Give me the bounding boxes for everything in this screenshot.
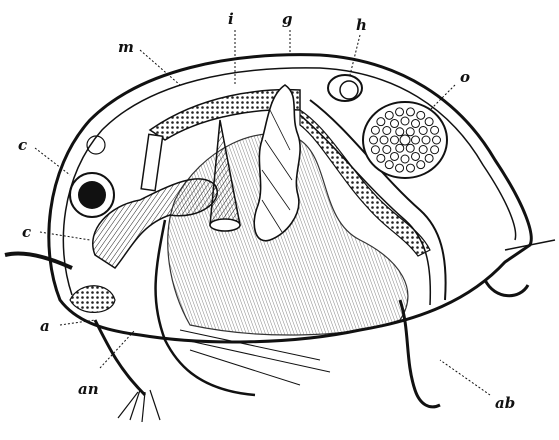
egg-cell — [425, 118, 433, 126]
label-h: h — [356, 16, 367, 34]
egg-cell — [412, 136, 420, 144]
egg-cell — [417, 111, 425, 119]
egg-cell — [391, 136, 399, 144]
egg-cell — [433, 136, 441, 144]
egg-cell-core — [400, 135, 410, 145]
heart — [328, 75, 362, 101]
egg-cell — [383, 146, 391, 154]
egg-cell — [396, 128, 404, 136]
egg-cell — [391, 152, 399, 160]
abdominal-claw — [485, 280, 528, 296]
egg-cell — [417, 161, 425, 169]
egg-cell — [370, 136, 378, 144]
egg-cell — [406, 164, 414, 172]
egg-cell — [419, 127, 427, 135]
label-ab: ab — [495, 394, 515, 412]
label-i: i — [228, 10, 234, 28]
egg-cell — [406, 108, 414, 116]
egg-cell — [383, 127, 391, 135]
egg-cell — [380, 136, 388, 144]
egg-cell — [401, 155, 409, 163]
egg-cell — [431, 126, 439, 134]
label-m: m — [118, 38, 134, 56]
antenna-bristles — [118, 390, 160, 422]
egg-cell — [406, 144, 414, 152]
egg-cell — [377, 118, 385, 126]
egg-cell — [371, 126, 379, 134]
egg-cell — [431, 146, 439, 154]
egg-cell — [406, 128, 414, 136]
label-c-upper: c — [18, 136, 27, 154]
label-an: an — [78, 380, 99, 398]
egg-cell — [401, 117, 409, 125]
ovary-egg-cells — [370, 108, 441, 172]
compound-eye-pupil — [78, 181, 106, 209]
egg-cell — [412, 152, 420, 160]
egg-cell — [396, 164, 404, 172]
egg-cell — [419, 146, 427, 154]
egg-cell — [425, 154, 433, 162]
egg-cell — [422, 136, 430, 144]
egg-cell — [391, 120, 399, 128]
mandible-base — [210, 219, 240, 231]
egg-cell — [385, 111, 393, 119]
egg-cell — [377, 154, 385, 162]
label-g: g — [282, 10, 293, 28]
egg-cell — [385, 161, 393, 169]
egg-cell — [371, 146, 379, 154]
label-o: o — [460, 68, 470, 86]
label-a: a — [40, 317, 50, 335]
egg-cell — [412, 120, 420, 128]
label-c-lower: c — [22, 223, 31, 241]
egg-cell — [396, 144, 404, 152]
egg-cell — [396, 108, 404, 116]
